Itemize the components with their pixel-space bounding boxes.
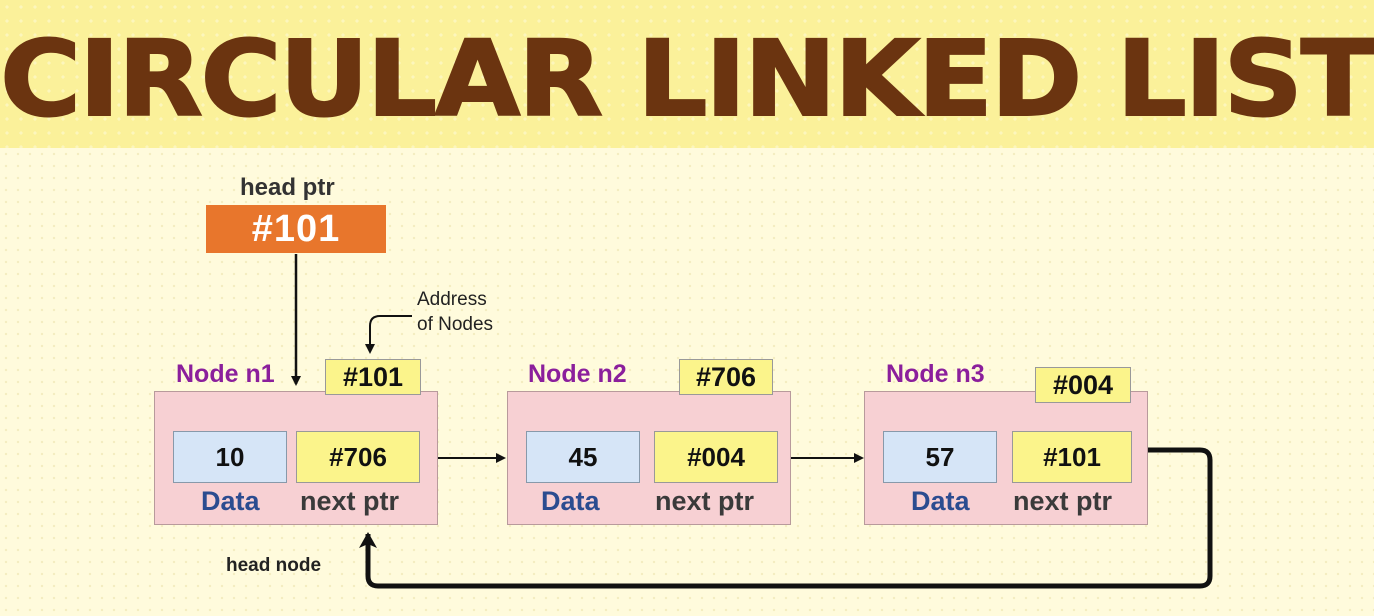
node-n3-next-cell: #101	[1012, 431, 1132, 483]
node-n1-address: #101	[325, 359, 421, 395]
node-n3-address: #004	[1035, 367, 1131, 403]
node-n1-data-cell: 10	[173, 431, 287, 483]
title-banner	[0, 0, 1374, 148]
node-n1-title: Node n1	[176, 360, 275, 388]
node-n3-title: Node n3	[886, 360, 985, 388]
address-annotation-arrow	[365, 315, 412, 354]
address-annotation: Address of Nodes	[417, 287, 493, 337]
head-ptr-value: #101	[206, 205, 386, 253]
node-n2-data-cell: 45	[526, 431, 640, 483]
head-ptr-label: head ptr	[240, 174, 335, 201]
node-n1-data-caption: Data	[201, 486, 260, 516]
node-n2-next-cell: #004	[654, 431, 778, 483]
address-annotation-line1: Address	[417, 289, 487, 310]
node-n3-data-cell: 57	[883, 431, 997, 483]
diagram-title: CIRCULAR LINKED LIST	[0, 17, 1374, 141]
node-n3-next-caption: next ptr	[1013, 486, 1113, 516]
head-node-label: head node	[226, 555, 322, 576]
node-n2-next-caption: next ptr	[655, 486, 755, 516]
circular-return-arrow	[359, 447, 1213, 589]
node-n1-next-cell: #706	[296, 431, 420, 483]
node-n2-title: Node n2	[528, 360, 627, 388]
node-n3-data-caption: Data	[911, 486, 970, 516]
address-annotation-line2: of Nodes	[417, 314, 494, 335]
node-n1-next-caption: next ptr	[300, 486, 400, 516]
node-n2-address: #706	[679, 359, 773, 395]
node-n2-data-caption: Data	[541, 486, 600, 516]
